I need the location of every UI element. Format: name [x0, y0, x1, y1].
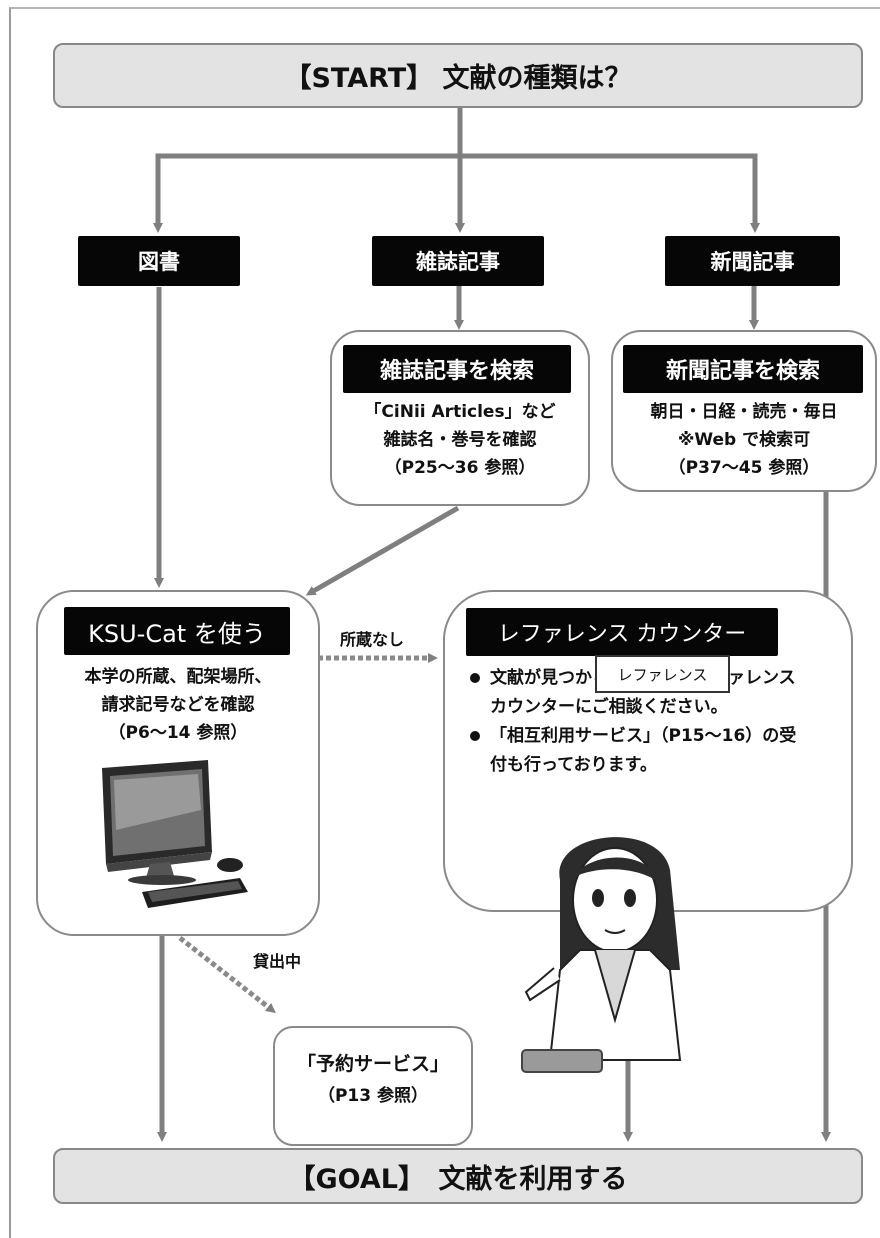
newspaper-search-line-3: （P37～45 参照）: [668, 458, 820, 478]
category-magazine: 雑誌記事: [372, 236, 544, 286]
edge-label-not-held: 所蔵なし: [340, 630, 405, 649]
start-label: 【START】 文献の種類は？: [284, 63, 632, 94]
category-newspaper: 新聞記事: [665, 236, 840, 286]
ksucat-line-2: 請求記号などを確認: [101, 695, 255, 715]
arrow-on-loan: [178, 936, 276, 1014]
arrow-magsearch-to-ksucat: [305, 505, 460, 596]
magazine-search-line-2: 雑誌名・巻号を確認: [383, 430, 537, 450]
reservation-box: [273, 1026, 473, 1146]
ksucat-title: KSU-Cat を使う: [64, 607, 290, 655]
ksucat-line-3: （P6～14 参照）: [108, 723, 248, 743]
reference-bullet-2: 「相互利用サービス」（P15～16）の受付も行っております。: [468, 722, 798, 780]
ksucat-line-1: 本学の所蔵、配架場所、: [84, 667, 272, 687]
category-book-label: 図書: [138, 250, 180, 274]
newspaper-search-title-text: 新聞記事を検索: [665, 359, 820, 384]
librarian-icon: [521, 837, 682, 1073]
start-bar: 【START】 文献の種類は？: [53, 43, 863, 108]
reference-title-text: レファレンス カウンター: [497, 622, 747, 647]
magazine-search-line-1: 「CiNii Articles」など: [364, 402, 556, 422]
ksucat-title-text: KSU-Cat を使う: [88, 619, 266, 648]
magazine-search-title: 雑誌記事を検索: [343, 345, 571, 393]
page-frame: [9, 7, 880, 1238]
reservation-line-2: （P13 参照）: [317, 1086, 429, 1106]
reference-desk-sign-text: レファレンス: [617, 665, 708, 684]
goal-label: 【GOAL】 文献を利用する: [288, 1163, 628, 1195]
newspaper-search-line-1: 朝日・日経・読売・毎日: [650, 402, 838, 422]
newspaper-search-title: 新聞記事を検索: [623, 345, 863, 393]
newspaper-search-line-2: ※Web で検索可: [677, 430, 811, 450]
category-magazine-label: 雑誌記事: [416, 250, 500, 274]
reference-title: レファレンス カウンター: [466, 608, 778, 656]
reference-desk-sign: レファレンス: [595, 655, 730, 693]
computer-icon: [102, 760, 248, 908]
category-book: 図書: [78, 236, 240, 286]
category-newspaper-label: 新聞記事: [710, 250, 795, 274]
magazine-search-line-3: （P25～36 参照）: [384, 458, 536, 478]
edge-label-on-loan: 貸出中: [253, 952, 302, 971]
goal-bar: 【GOAL】 文献を利用する: [53, 1148, 863, 1204]
reservation-line-1: 「予約サービス」: [296, 1053, 449, 1075]
branch-line: [155, 153, 758, 228]
magazine-search-title-text: 雑誌記事を検索: [379, 359, 534, 384]
